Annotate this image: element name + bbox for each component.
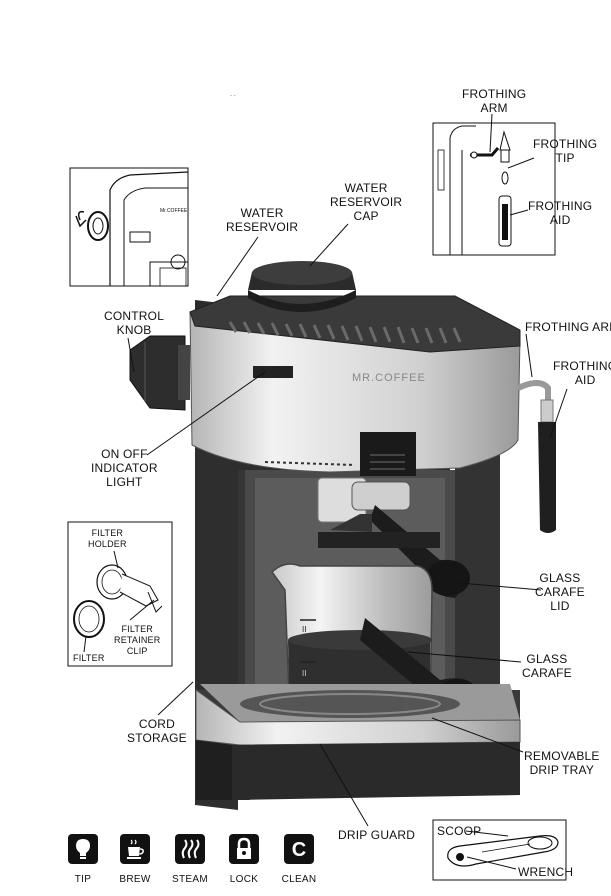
leader-lines (83, 113, 568, 870)
label-frothing-aid: FrothingAid (553, 359, 611, 387)
label-frothing-tip: FrothingTip (533, 137, 598, 165)
clean-c-icon: C (284, 834, 314, 864)
svg-text:- -: - - (230, 93, 236, 99)
lock-icon (229, 834, 259, 864)
label-wrench: Wrench (518, 865, 574, 879)
lightbulb-icon (68, 834, 98, 864)
label-water-reservoir-cap: WaterReservoirCap (330, 181, 403, 223)
svg-text:II: II (302, 669, 306, 678)
label-drip-guard: Drip Guard (338, 828, 416, 842)
label-cord-storage: CordStorage (127, 717, 187, 745)
label-frothing-arm-top: FrothingArm (462, 87, 527, 115)
label-water-reservoir: WaterReservoir (226, 206, 299, 234)
legend-steam-label: Steam (172, 874, 208, 885)
control-knob (129, 335, 190, 411)
svg-text:II: II (302, 625, 306, 634)
inset-frothing-arm (432, 122, 556, 256)
steam-icon (175, 834, 205, 864)
indicator-light (253, 366, 293, 378)
label-glass-carafe: GlassCarafe (522, 652, 572, 680)
label-frothing-aid-top: FrothingAid (528, 199, 593, 227)
legend-tip-label: Tip (74, 874, 92, 885)
label-on-off-indicator-light: On OffIndicatorLight (91, 447, 158, 489)
svg-text:Mr.COFFEE: Mr.COFFEE (160, 208, 188, 214)
label-scoop: Scoop (437, 824, 482, 838)
legend-clean-label: Clean (281, 874, 317, 885)
inset-filter-holder (67, 521, 173, 667)
coffee-cup-icon (120, 834, 150, 864)
inset-control-knob: Mr.COFFEE (69, 167, 189, 287)
brand-text: MR.COFFEE (352, 372, 426, 384)
legend-lock-label: Lock (229, 874, 259, 885)
label-filter-retainer-clip: FilterRetainerClip (114, 624, 161, 656)
legend-brew-label: Brew (119, 874, 151, 885)
inset-scoop-wrench (432, 819, 567, 881)
label-frothing-arm: Frothing Arm (525, 320, 611, 334)
label-control-knob: ControlKnob (104, 309, 165, 337)
label-filter: Filter (73, 653, 105, 663)
espresso-machine: MR.COFFEE II II I (129, 261, 556, 810)
svg-text:C: C (292, 839, 306, 861)
label-removable-drip-tray: RemovableDrip Tray (524, 749, 600, 777)
label-filter-holder: FilterHolder (88, 528, 127, 549)
label-glass-carafe-lid: GlassCarafeLid (535, 571, 585, 613)
